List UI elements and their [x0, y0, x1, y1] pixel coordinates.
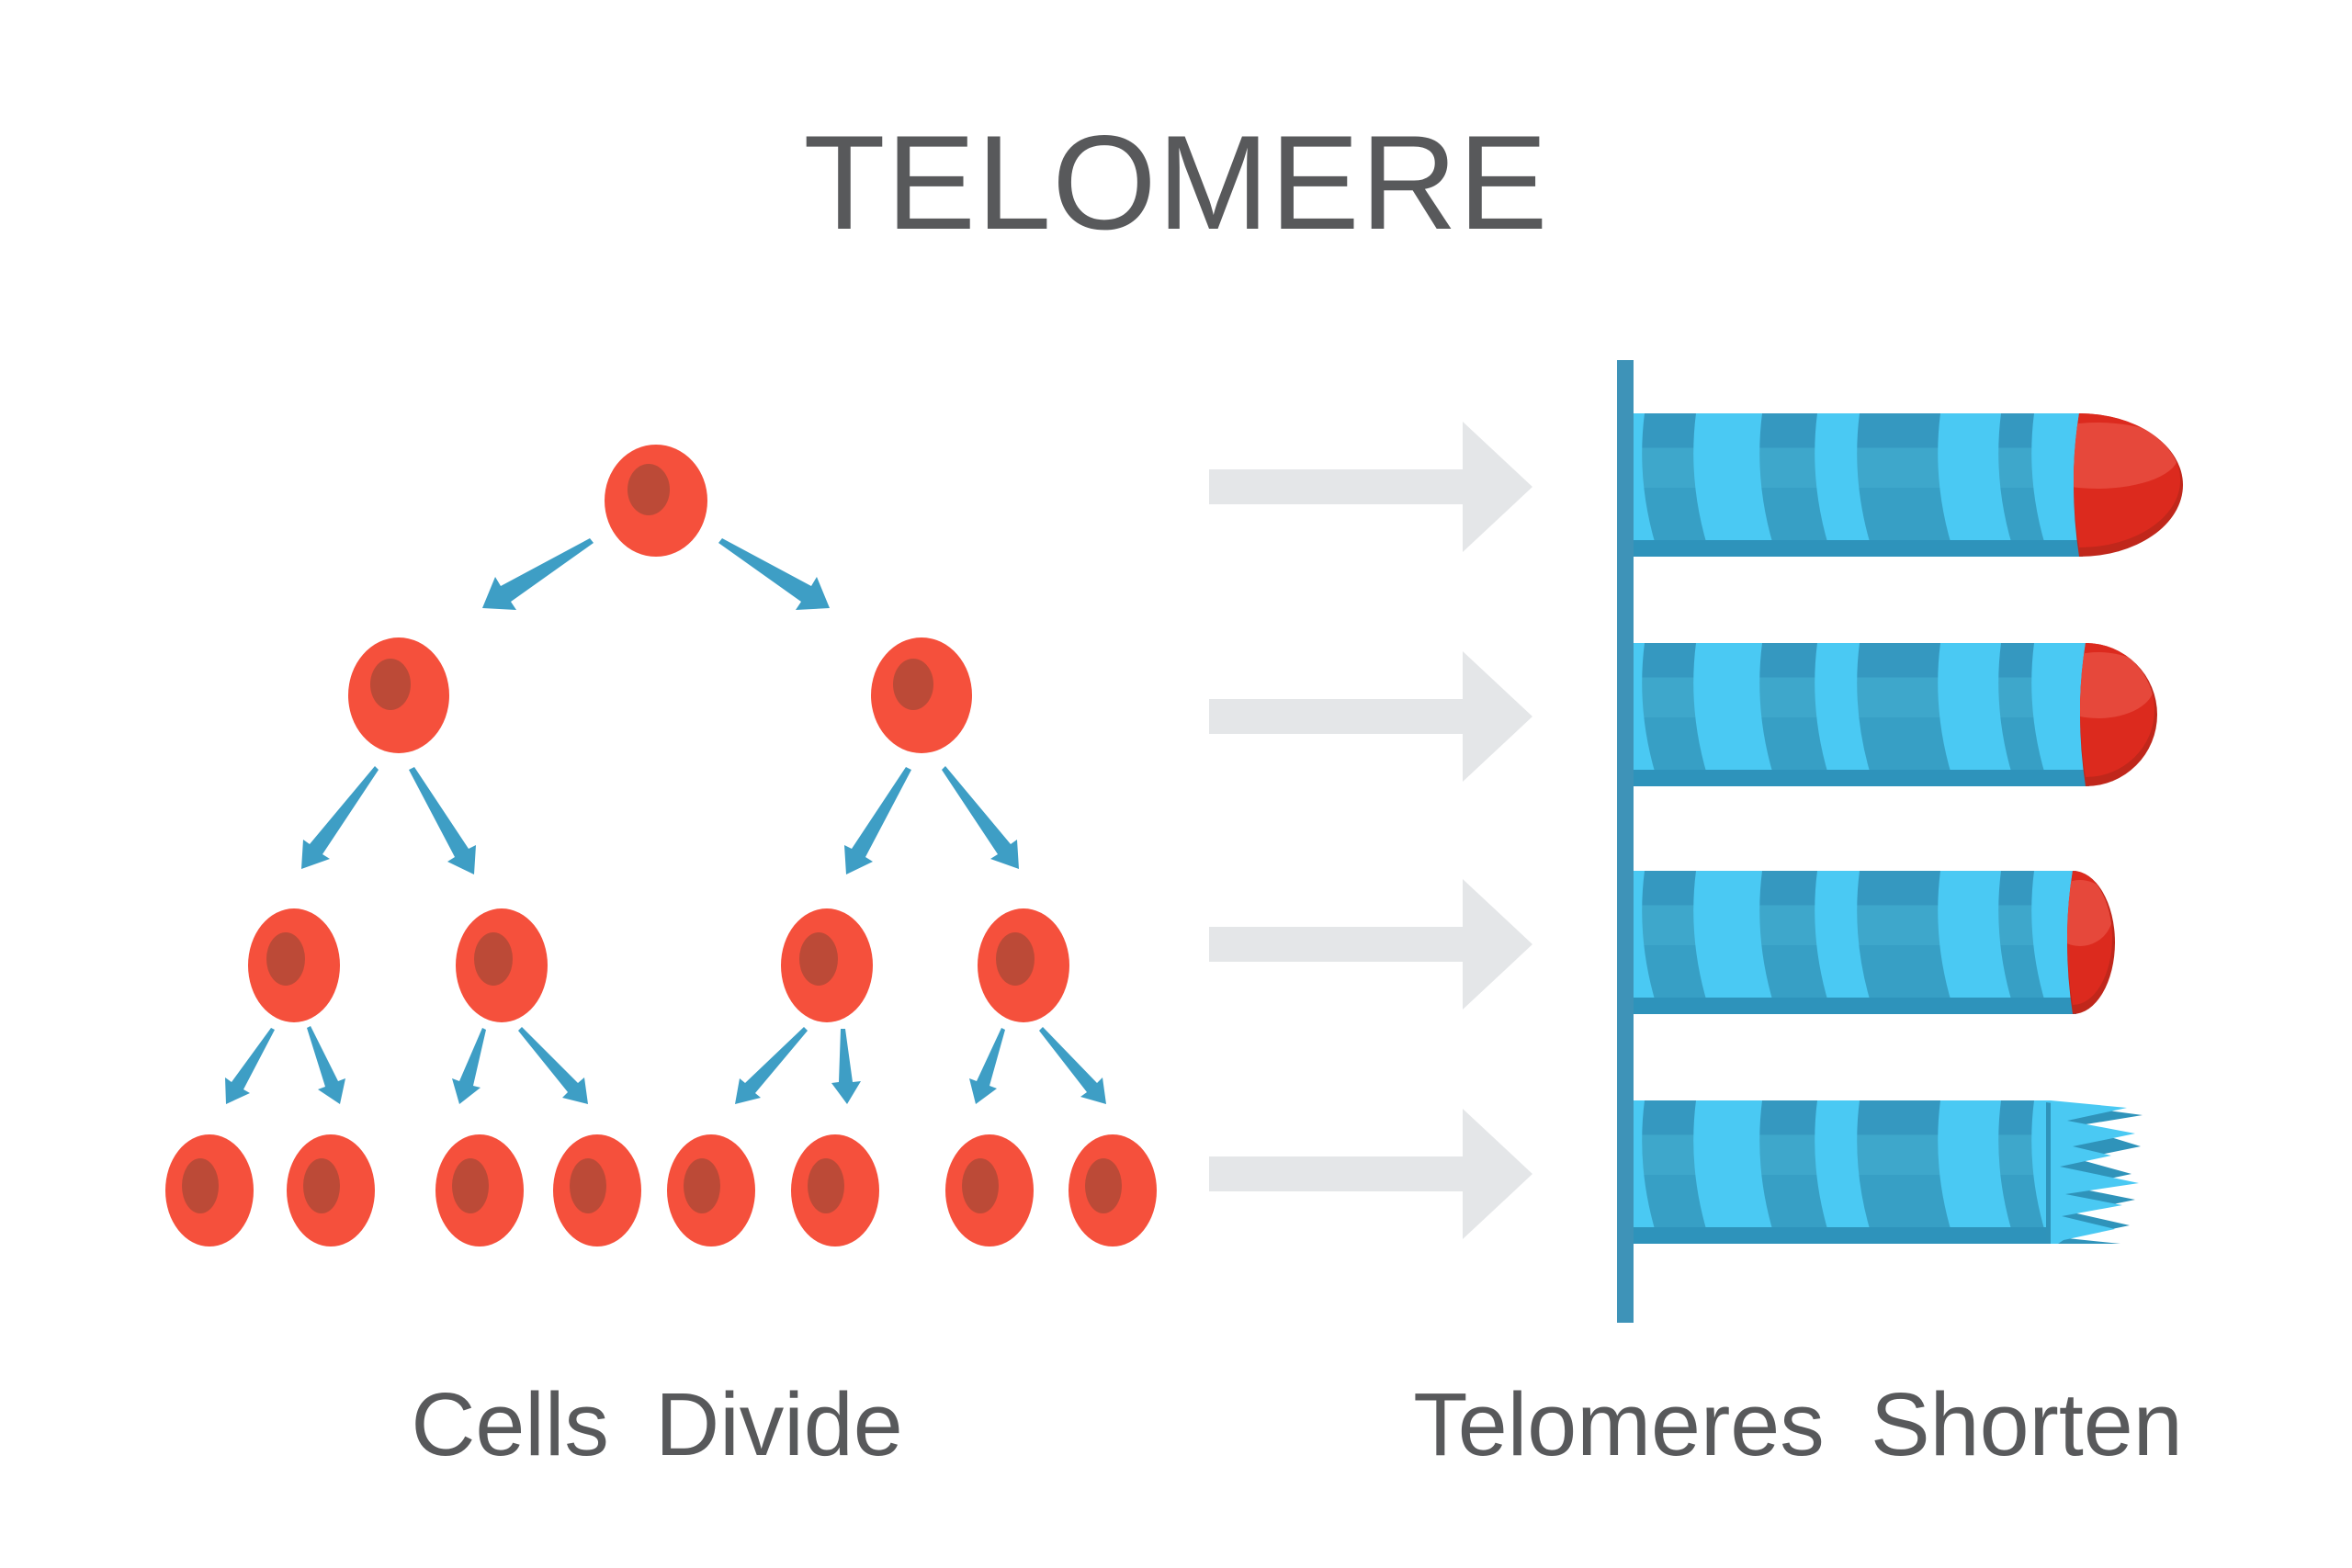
diagram-title: TELOMERE	[803, 107, 1549, 257]
chromosome-backbone-bar	[1617, 360, 1634, 1323]
arrow-right-icon	[1209, 651, 1532, 782]
division-arrow-icon	[942, 766, 1019, 869]
division-arrow-icon	[735, 1027, 808, 1104]
arrow-right-icon	[1209, 1109, 1532, 1239]
cell-nucleus	[893, 659, 933, 710]
cell-nucleus	[799, 932, 838, 986]
cell-icon	[287, 1134, 375, 1247]
cell-icon	[945, 1134, 1034, 1247]
arrow-right-icon	[1209, 422, 1532, 552]
chromosome-icon	[1623, 643, 2157, 786]
cells-divide-tree	[165, 445, 1157, 1247]
cell-nucleus	[266, 932, 305, 986]
cell-nucleus	[370, 659, 411, 710]
cell-icon	[553, 1134, 641, 1247]
chromosome-icon	[1623, 871, 2115, 1014]
division-arrow-icon	[844, 767, 911, 874]
division-arrow-icon	[1039, 1027, 1106, 1104]
division-arrow-icon	[718, 538, 830, 610]
cell-nucleus	[996, 932, 1035, 986]
division-arrow-icon	[482, 538, 594, 610]
cell-icon	[348, 637, 449, 753]
telomeres-shorten-caption: Telomeres Shorten	[1413, 1374, 2183, 1474]
division-arrow-icon	[452, 1028, 486, 1104]
division-arrow-icon	[831, 1029, 861, 1104]
cell-nucleus	[474, 932, 513, 986]
division-arrow-icon	[518, 1027, 588, 1104]
telomere-chromosomes	[1617, 360, 2183, 1323]
cell-icon	[871, 637, 972, 753]
chromosome-icon	[1623, 1100, 2143, 1244]
frayed-end-icon	[2051, 1100, 2139, 1244]
cell-icon	[667, 1134, 755, 1247]
chromosome-icon	[1623, 413, 2183, 557]
division-arrow-icon	[409, 767, 476, 874]
cell-nucleus	[628, 464, 670, 515]
cell-icon	[978, 908, 1069, 1022]
cell-icon	[791, 1134, 879, 1247]
arrow-right-icon	[1209, 879, 1532, 1010]
cell-icon	[605, 445, 707, 557]
cell-icon	[1069, 1134, 1157, 1247]
cell-icon	[248, 908, 340, 1022]
division-arrow-icon	[969, 1028, 1005, 1104]
cell-icon	[435, 1134, 524, 1247]
cell-icon	[165, 1134, 254, 1247]
division-arrow-icon	[225, 1028, 275, 1104]
transition-arrows	[1209, 422, 1532, 1239]
division-arrow-icon	[301, 766, 379, 869]
cell-icon	[456, 908, 548, 1022]
cell-icon	[781, 908, 873, 1022]
cells-divide-caption: Cells Divide	[411, 1374, 903, 1474]
division-arrow-icon	[307, 1026, 345, 1104]
